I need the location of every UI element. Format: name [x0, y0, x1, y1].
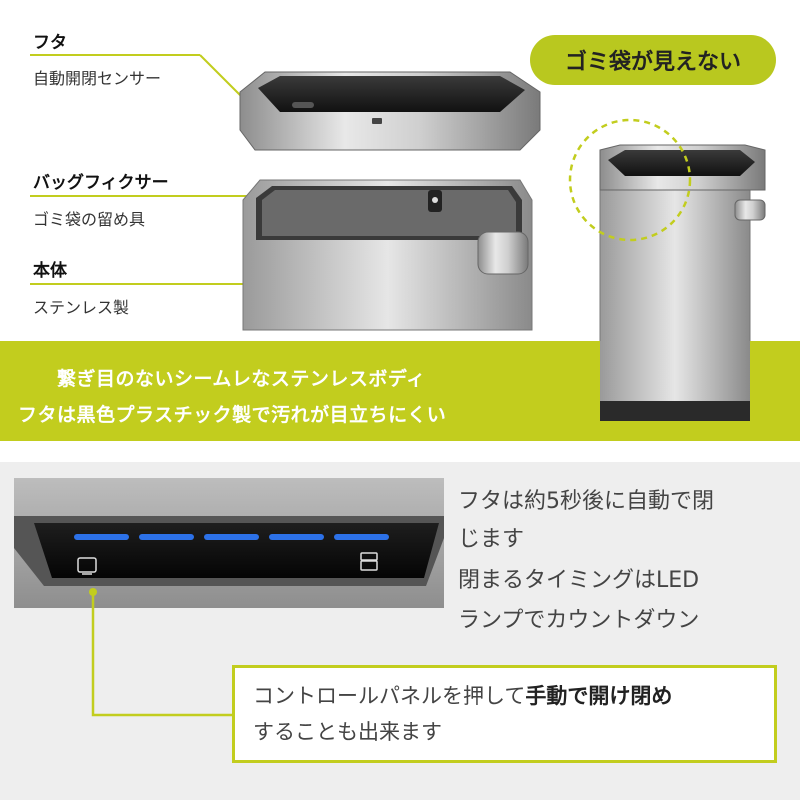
no-bag-visible-badge: ゴミ袋が見えない: [530, 35, 776, 85]
fixer-title: バッグフィクサー: [33, 173, 169, 193]
bin-base-illustration: [600, 341, 750, 421]
control-panel-illustration: [14, 478, 444, 608]
band-line-2: フタは黒色プラスチック製で汚れが目立ちにくい: [18, 404, 447, 426]
info-line-4: ランプでカウントダウン: [458, 608, 700, 633]
manual-control-note: コントロールパネルを押して手動で開け閉め することも出来ます: [232, 665, 777, 763]
note-leader-line: [89, 588, 232, 717]
band-line-1: 繋ぎ目のないシームレなステンレスボディ: [57, 368, 426, 390]
lid-subtitle: 自動開閉センサー: [33, 69, 162, 88]
product-illustration: [30, 54, 766, 341]
note-line-2: することも出来ます: [253, 720, 442, 744]
note-emphasis: 手動で開け閉め: [525, 684, 673, 708]
fixer-subtitle: ゴミ袋の留め具: [33, 210, 146, 229]
note-prefix: コントロールパネルを押して: [253, 684, 526, 708]
body-subtitle: ステンレス製: [33, 298, 130, 317]
manual-button-icon: [360, 552, 378, 571]
info-line-1: フタは約5秒後に自動で閉: [458, 489, 714, 514]
info-line-2: じます: [458, 527, 525, 552]
sensor-button-icon: [77, 557, 97, 575]
lid-title: フタ: [33, 33, 67, 53]
info-line-3: 閉まるタイミングはLED: [458, 568, 700, 593]
body-title: 本体: [33, 261, 67, 281]
